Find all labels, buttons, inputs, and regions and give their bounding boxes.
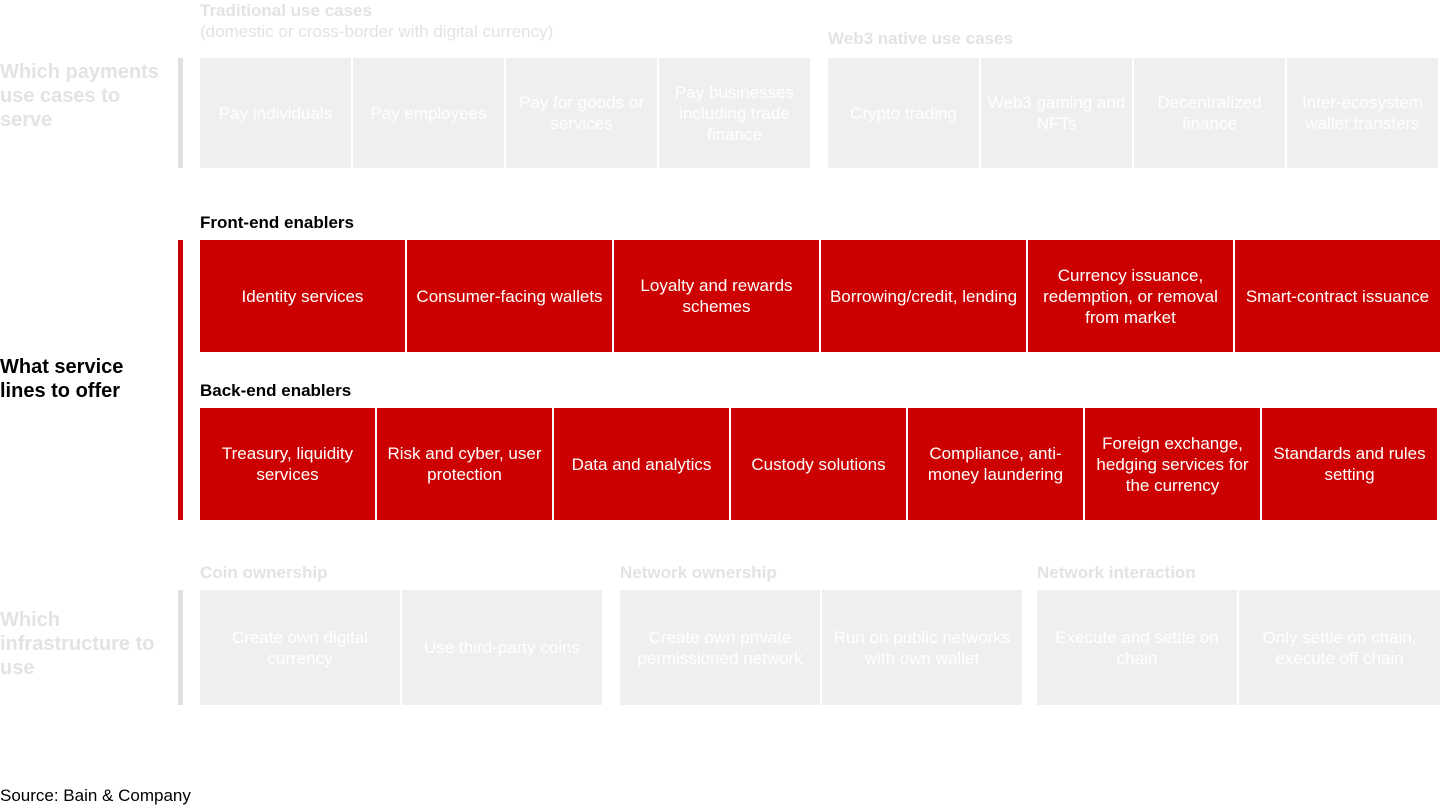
- cell-decentralized-finance[interactable]: Decentralized finance: [1134, 58, 1285, 168]
- rail-infrastructure: [178, 590, 183, 705]
- group-title-web3-native-use-cases-text: Web3 native use cases: [828, 29, 1013, 48]
- group-title-front-end-enablers-text: Front-end enablers: [200, 213, 354, 232]
- row-traditional-use-cases: Pay individuals Pay employees Pay for go…: [200, 58, 810, 168]
- group-title-traditional-use-cases-text: Traditional use cases: [200, 1, 372, 20]
- row-back-end-enablers: Treasury, liquidity services Risk and cy…: [200, 408, 1440, 520]
- cell-pay-for-goods-or-services[interactable]: Pay for goods or services: [506, 58, 657, 168]
- cell-identity-services[interactable]: Identity services: [200, 240, 405, 352]
- cell-borrowing-credit-lending[interactable]: Borrowing/credit, lending: [821, 240, 1026, 352]
- row-network-ownership: Create own private permissioned network …: [620, 590, 1022, 705]
- group-subtitle-traditional-use-cases: (domestic or cross-border with digital c…: [200, 22, 554, 41]
- axis-label-payments-use-cases: Which payments use cases to serve: [0, 61, 159, 131]
- cell-pay-employees[interactable]: Pay employees: [353, 58, 504, 168]
- group-title-network-ownership: Network ownership: [620, 562, 777, 583]
- cell-pay-businesses-trade-finance[interactable]: Pay businesses including trade finance: [659, 58, 810, 168]
- group-title-network-interaction: Network interaction: [1037, 562, 1196, 583]
- cell-smart-contract-issuance[interactable]: Smart-contract issuance: [1235, 240, 1440, 352]
- cell-loyalty-and-rewards-schemes[interactable]: Loyalty and rewards schemes: [614, 240, 819, 352]
- cell-foreign-exchange-hedging-services[interactable]: Foreign exchange, hedging services for t…: [1085, 408, 1260, 520]
- cell-compliance-anti-money-laundering[interactable]: Compliance, anti-money laundering: [908, 408, 1083, 520]
- group-title-back-end-enablers: Back-end enablers: [200, 380, 351, 401]
- axis-label-infrastructure: Which infrastructure to use: [0, 609, 155, 679]
- cell-custody-solutions[interactable]: Custody solutions: [731, 408, 906, 520]
- row-network-interaction: Execute and settle on chain Only settle …: [1037, 590, 1440, 705]
- cell-data-and-analytics[interactable]: Data and analytics: [554, 408, 729, 520]
- cell-inter-ecosystem-wallet-transfers[interactable]: Inter-ecosystem wallet transfers: [1287, 58, 1438, 168]
- group-title-network-ownership-text: Network ownership: [620, 563, 777, 582]
- row-coin-ownership: Create own digital currency Use third-pa…: [200, 590, 602, 705]
- cell-create-own-private-permissioned-network[interactable]: Create own private permissioned network: [620, 590, 820, 705]
- source-note: Source: Bain & Company: [0, 786, 191, 805]
- cell-only-settle-on-chain-execute-off-chain[interactable]: Only settle on chain, execute off chain: [1239, 590, 1440, 705]
- group-title-coin-ownership: Coin ownership: [200, 562, 328, 583]
- cell-run-on-public-networks-with-own-wallet[interactable]: Run on public networks with own wallet: [822, 590, 1022, 705]
- cell-web3-gaming-and-nfts[interactable]: Web3 gaming and NFTs: [981, 58, 1132, 168]
- cell-treasury-liquidity-services[interactable]: Treasury, liquidity services: [200, 408, 375, 520]
- group-title-front-end-enablers: Front-end enablers: [200, 212, 354, 233]
- cell-standards-and-rules-setting[interactable]: Standards and rules setting: [1262, 408, 1437, 520]
- group-title-network-interaction-text: Network interaction: [1037, 563, 1196, 582]
- group-title-traditional-use-cases: Traditional use cases (domestic or cross…: [200, 0, 553, 42]
- axis-label-service-lines: What service lines to offer: [0, 356, 124, 402]
- rail-payments-use-cases: [178, 58, 183, 168]
- group-title-back-end-enablers-text: Back-end enablers: [200, 381, 352, 400]
- row-front-end-enablers: Identity services Consumer-facing wallet…: [200, 240, 1440, 352]
- cell-crypto-trading[interactable]: Crypto trading: [828, 58, 979, 168]
- cell-use-third-party-coins[interactable]: Use third-party coins: [402, 590, 602, 705]
- group-title-web3-native-use-cases: Web3 native use cases: [828, 28, 1013, 49]
- rail-service-lines: [178, 240, 183, 520]
- cell-currency-issuance-redemption-removal[interactable]: Currency issuance, redemption, or remova…: [1028, 240, 1233, 352]
- cell-risk-and-cyber-user-protection[interactable]: Risk and cyber, user protection: [377, 408, 552, 520]
- row-web3-native-use-cases: Crypto trading Web3 gaming and NFTs Dece…: [828, 58, 1440, 168]
- cell-create-own-digital-currency[interactable]: Create own digital currency: [200, 590, 400, 705]
- cell-execute-and-settle-on-chain[interactable]: Execute and settle on chain: [1037, 590, 1237, 705]
- cell-pay-individuals[interactable]: Pay individuals: [200, 58, 351, 168]
- cell-consumer-facing-wallets[interactable]: Consumer-facing wallets: [407, 240, 612, 352]
- group-title-coin-ownership-text: Coin ownership: [200, 563, 328, 582]
